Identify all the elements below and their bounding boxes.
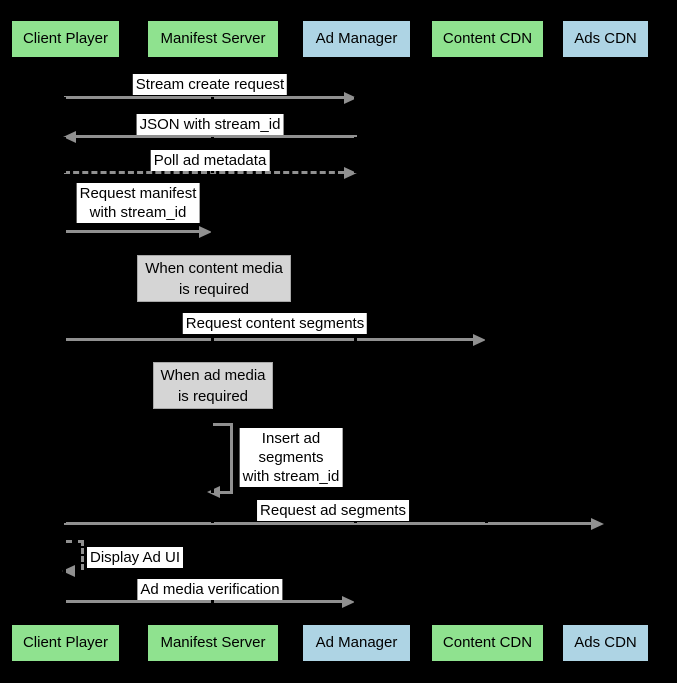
label-line: segments [258,449,324,466]
arrowhead-right-icon [591,518,604,530]
actor-content-cdn-bottom: Content CDN [432,625,543,661]
self-loop-side [230,423,233,494]
note-when-content-media: When content media is required [137,255,291,302]
actor-ads-cdn-bottom: Ads CDN [563,625,648,661]
arrow-request-ad-segments [64,522,592,525]
message-label-request-ad-segments: Request ad segments [257,500,409,521]
actor-client-player-top: Client Player [12,21,119,57]
note-line: When content media [145,259,283,277]
arrow-request-content-segments [64,338,474,341]
actor-ads-cdn-top: Ads CDN [563,21,648,57]
arrow-ad-media-verification [64,600,343,603]
message-label-request-manifest: Request manifest with stream_id [76,183,200,223]
message-label-poll-ad-metadata: Poll ad metadata [150,150,270,171]
arrowhead-right-icon [199,226,212,238]
message-label-insert-ad-segments: Insert ad segments with stream_id [239,428,343,487]
actor-manifest-server-bottom: Manifest Server [148,625,278,661]
arrowhead-right-icon [344,167,357,179]
actor-client-player-bottom: Client Player [12,625,119,661]
lifeline-client-player [63,57,66,625]
arrowhead-right-icon [344,92,357,104]
message-label-ad-media-verification: Ad media verification [137,579,283,600]
arrowhead-right-icon [342,596,355,608]
arrowhead-right-icon [473,334,486,346]
message-label-stream-create-request: Stream create request [132,74,288,95]
arrow-stream-create-request [64,96,345,99]
self-loop-bottom [219,491,233,494]
actor-ad-manager-top: Ad Manager [303,21,410,57]
arrow-poll-ad-metadata [64,171,344,174]
actor-content-cdn-top: Content CDN [432,21,543,57]
label-line: Insert ad [261,430,321,447]
label-line: Request manifest [79,185,197,202]
note-line: When ad media [160,366,266,384]
arrow-json-with-stream-id [76,135,357,138]
message-label-json-with-stream-id: JSON with stream_id [136,114,284,135]
self-loop-top [213,423,233,426]
self-loop-dashed-top [66,540,84,543]
message-label-request-content-segments: Request content segments [182,313,368,334]
note-line: is required [177,387,249,405]
actor-manifest-server-top: Manifest Server [148,21,278,57]
actor-ad-manager-bottom: Ad Manager [303,625,410,661]
note-line: is required [178,280,250,298]
note-when-ad-media: When ad media is required [153,362,273,409]
arrowhead-left-icon [63,131,76,143]
self-loop-dashed-side [81,540,84,570]
arrow-request-manifest [64,230,200,233]
lifeline-ads-cdn [603,57,606,625]
label-line: with stream_id [89,204,187,221]
lifeline-ad-manager [354,57,357,625]
lifeline-content-cdn [485,57,488,625]
label-line: with stream_id [242,468,340,485]
message-label-display-ad-ui: Display Ad UI [87,547,184,568]
lifeline-manifest-server [211,57,214,625]
